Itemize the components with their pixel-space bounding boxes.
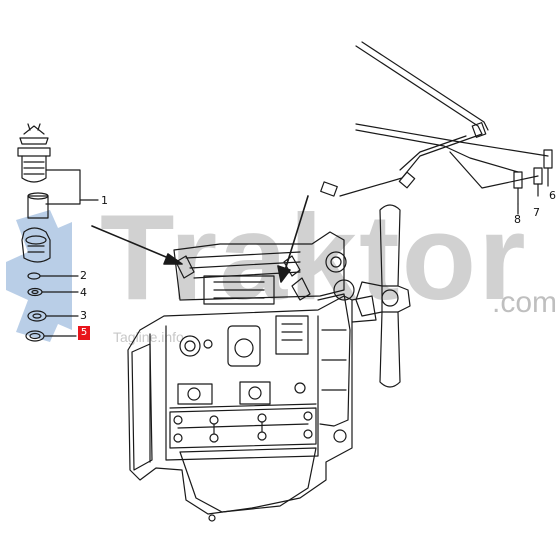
callout-8: 8 [514, 213, 521, 226]
injector-nozzle-parts [17, 123, 99, 342]
callout-3: 3 [80, 309, 87, 322]
leader-arrows [91, 195, 309, 283]
callout-5-highlighted[interactable]: 5 [78, 326, 90, 340]
callout-6: 6 [549, 189, 556, 202]
watermark-domain: .com [492, 286, 558, 319]
cooling-fan [355, 204, 411, 388]
callout-4: 4 [80, 286, 87, 299]
engine-block [127, 231, 377, 522]
callout-1: 1 [101, 194, 108, 207]
callout-7: 7 [533, 206, 540, 219]
callout-2: 2 [80, 269, 87, 282]
injection-pipes [320, 41, 553, 215]
